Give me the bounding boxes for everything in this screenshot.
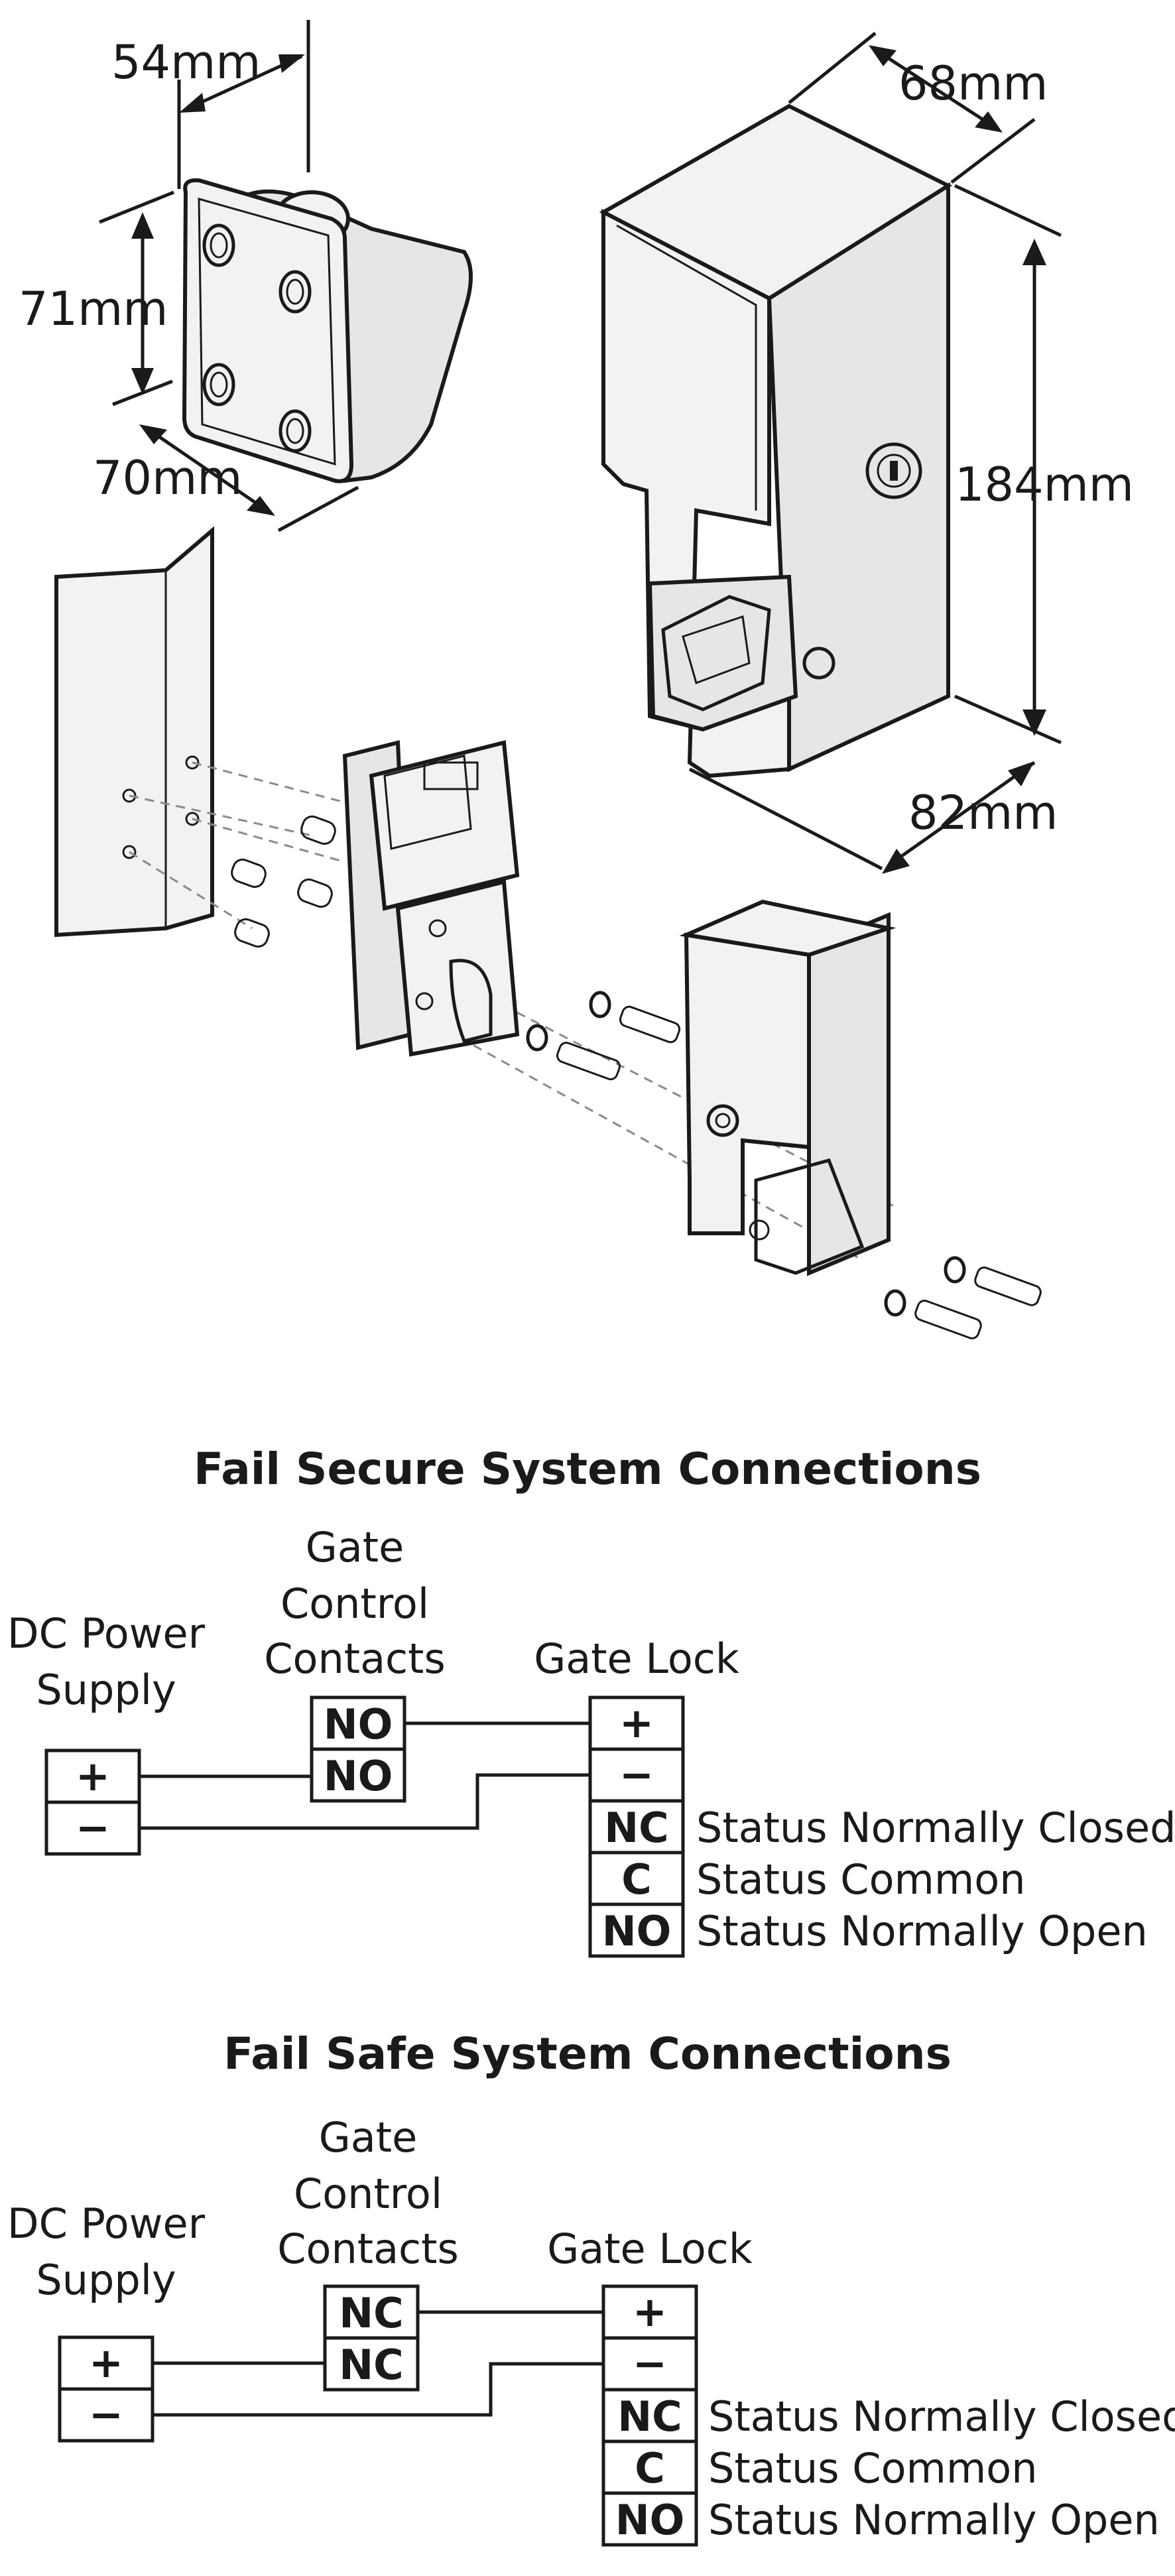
contact-2-label: NC [339,2341,403,2389]
gate-control-label-line2: Control [294,2170,442,2218]
status-nc-description: Status Normally Closed [708,2392,1175,2441]
status-no-description: Status Normally Open [708,2496,1160,2544]
power-supply-label-line1: DC Power [7,1609,206,1658]
wire-minus-to-lock-minus [153,2362,603,2417]
power-supply-label-line2: Supply [36,1666,176,1714]
lock-minus-symbol: − [619,1750,654,1799]
status-no-terminal [601,2491,698,2547]
fail-secure-wiring-diagram: Fail Secure System Connections DC Power … [7,1443,1175,1958]
gate-lock-illustration: 68mm 184mm 82mm [599,32,1134,874]
power-supply-label-line1: DC Power [7,2199,206,2248]
gate-control-label-line2: Control [280,1579,429,1628]
gate-lock-label: Gate Lock [534,1634,739,1683]
gate-control-label-line1: Gate [306,1523,404,1571]
gate-control-label-line3: Contacts [277,2225,459,2273]
dimension-strike-height: 71mm [19,282,168,336]
contact-1-label: NO [324,1700,393,1748]
gate-control-label-line1: Gate [319,2113,418,2162]
dimension-strike-width: 70mm [93,451,242,505]
lock-plus-symbol: + [633,2288,667,2336]
contact-1-label: NC [339,2289,403,2337]
fail-secure-title: Fail Secure System Connections [194,1443,981,1495]
dimension-strike-depth: 54mm [111,35,261,90]
exploded-assembly-illustration [54,526,1042,1339]
power-plus-symbol: + [89,2339,123,2387]
fail-safe-title: Fail Safe System Connections [223,2028,952,2079]
dimension-lock-width: 82mm [908,786,1058,840]
contact-2-label: NO [324,1752,393,1800]
dimension-lock-height: 184mm [955,458,1134,512]
keyhole-icon [865,442,922,499]
power-minus-symbol: − [89,2390,123,2439]
lock-plus-symbol: + [619,1699,654,1747]
status-c-label: C [621,1855,652,1904]
dimension-lock-depth: 68mm [898,56,1048,111]
status-no-terminal [588,1902,685,1958]
gate-lock-label: Gate Lock [547,2225,753,2273]
status-nc-label: NC [604,1804,668,1852]
power-plus-symbol: + [76,1752,110,1800]
strike-bracket-illustration: 54mm 71mm 70mm [19,20,473,532]
screw-hole-icon [202,223,312,453]
power-minus-symbol: − [76,1804,110,1852]
status-c-description: Status Common [696,1855,1026,1904]
status-c-description: Status Common [708,2444,1038,2492]
fail-safe-wiring-diagram: Fail Safe System Connections DC Power Su… [7,2028,1175,2547]
status-nc-label: NC [617,2392,682,2441]
gate-control-label-line3: Contacts [264,1634,446,1683]
status-c-label: C [635,2444,665,2492]
status-no-description: Status Normally Open [696,1907,1148,1955]
lock-minus-symbol: − [633,2339,667,2388]
wire-minus-to-lock-minus [139,1773,590,1830]
status-no-label: NO [602,1907,672,1955]
power-supply-label-line2: Supply [36,2256,176,2304]
status-no-label: NO [615,2496,685,2544]
status-nc-description: Status Normally Closed [696,1804,1175,1852]
